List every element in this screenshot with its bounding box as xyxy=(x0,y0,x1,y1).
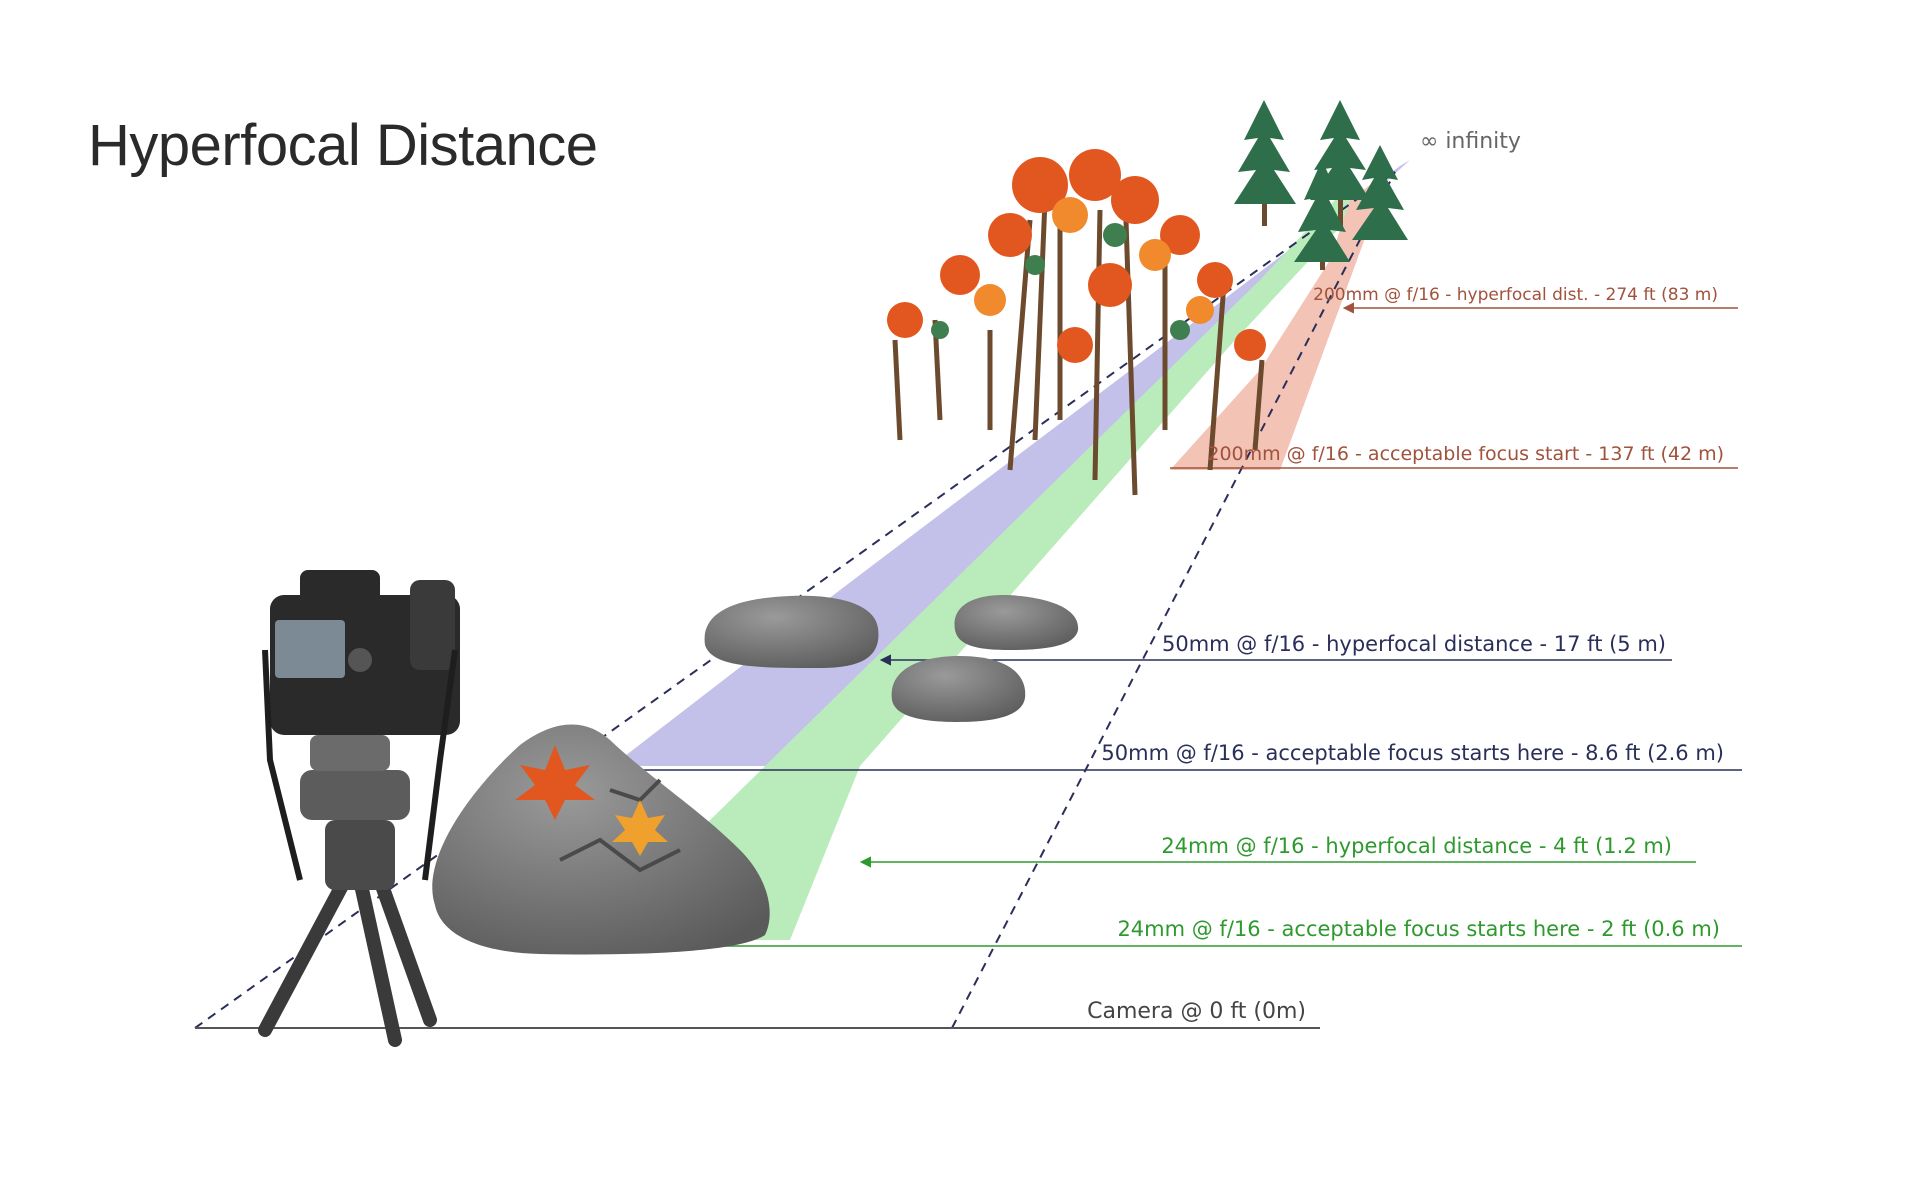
rock-icon xyxy=(432,724,770,955)
band-24mm xyxy=(700,195,1370,940)
annotation-tele-focus-start: 200mm @ f/16 - acceptable focus start - … xyxy=(1207,443,1724,465)
annotation-wide-hyperfocal: 24mm @ f/16 - hyperfocal distance - 4 ft… xyxy=(1161,834,1672,858)
annotation-normal-focus-start: 50mm @ f/16 - acceptable focus starts he… xyxy=(1101,741,1724,765)
annotation-tele-hyperfocal: 200mm @ f/16 - hyperfocal dist. - 274 ft… xyxy=(1313,285,1718,305)
infinity-label: ∞ infinity xyxy=(1420,129,1521,154)
camera-on-tripod-icon xyxy=(258,570,460,1047)
annotation-wide-focus-start: 24mm @ f/16 - acceptable focus starts he… xyxy=(1117,917,1720,941)
maple-leaf-icon xyxy=(515,745,668,856)
autumn-tree-icon xyxy=(887,149,1266,496)
diagram-title: Hyperfocal Distance xyxy=(88,113,598,178)
annotation-normal-hyperfocal: 50mm @ f/16 - hyperfocal distance - 17 f… xyxy=(1162,632,1666,656)
dashed-edge-right xyxy=(951,171,1396,1029)
annotation-camera-origin: Camera @ 0 ft (0m) xyxy=(1087,999,1306,1024)
rock-icon xyxy=(704,595,1079,722)
pine-tree-icon xyxy=(1234,100,1408,270)
